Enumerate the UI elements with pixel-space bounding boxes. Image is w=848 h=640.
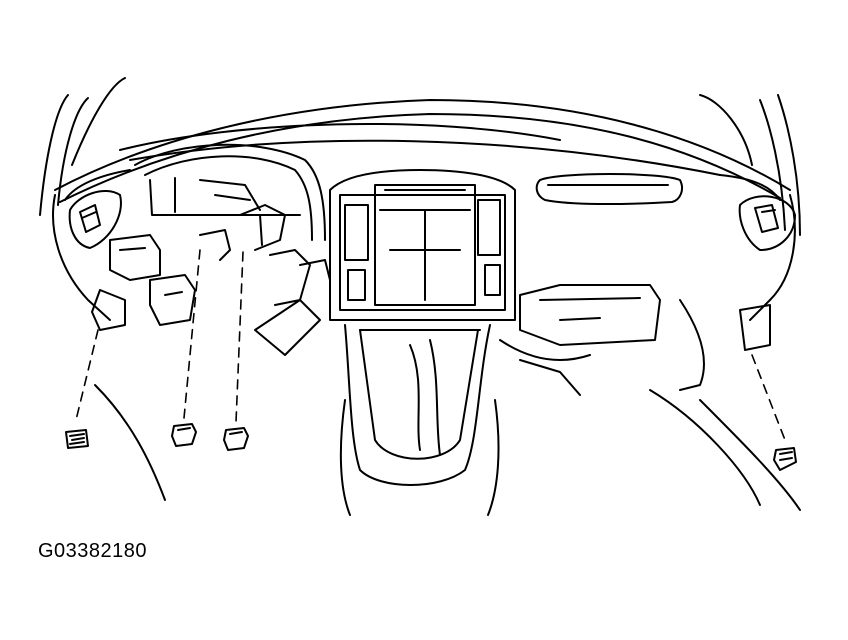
left-vent [70, 191, 121, 248]
glove-box [537, 174, 682, 204]
center-console [341, 325, 499, 515]
dashboard-top [55, 100, 790, 202]
right-vent [740, 196, 795, 250]
bolt-icon [172, 424, 196, 446]
center-stack [330, 170, 515, 320]
bolt-icon [66, 430, 88, 448]
bolt-icon [224, 428, 248, 450]
right-under-dash [500, 285, 770, 395]
figure-id-label: G03382180 [38, 540, 148, 562]
left-a-pillar [40, 78, 125, 215]
bolt-icon [774, 448, 796, 470]
left-bracket [92, 205, 330, 355]
cluster-hood [135, 145, 325, 240]
knee-outlines [95, 385, 800, 510]
right-a-pillar [700, 95, 800, 235]
fastener-leader-lines [76, 250, 785, 440]
